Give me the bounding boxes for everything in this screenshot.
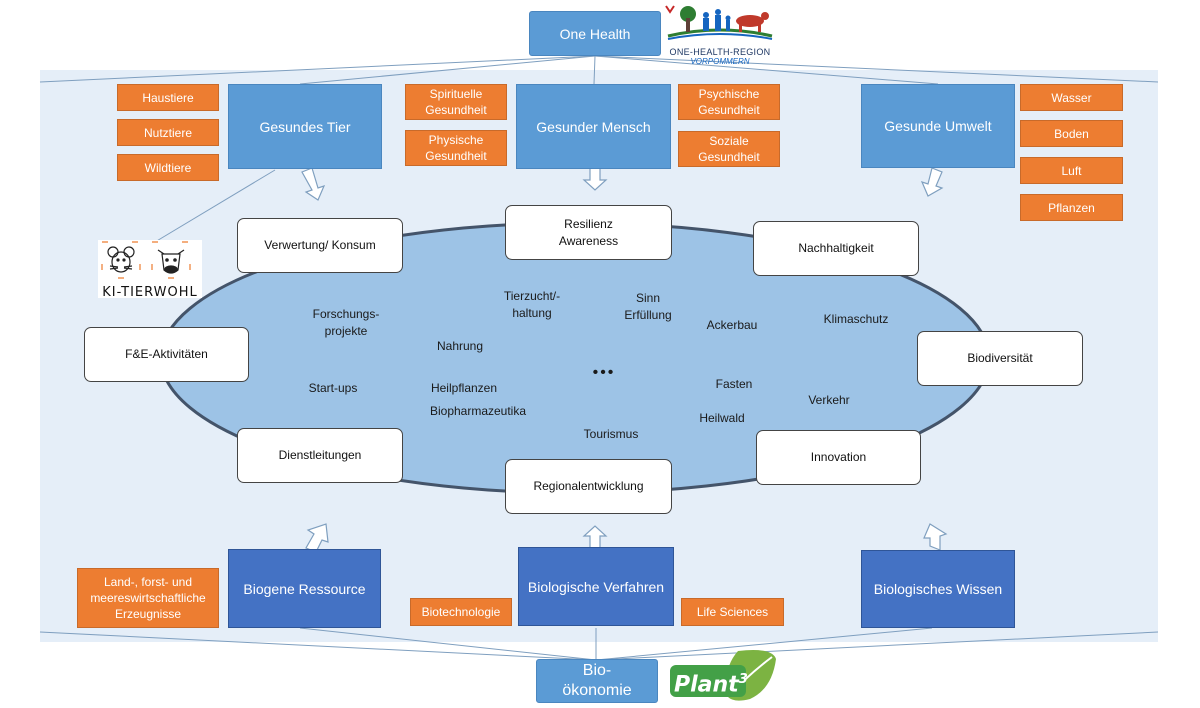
plant-logo-text: Plant <box>674 672 739 698</box>
arrow-tier-down-icon <box>301 167 326 201</box>
arrow-umwelt-down-icon <box>920 167 944 197</box>
tag-wasser: Wasser <box>1020 84 1123 111</box>
ki-tierwohl-logo: KI-TIERWOHL <box>98 240 202 300</box>
word-heilpflanzen: Heilpflanzen <box>430 381 498 395</box>
verwertung-konsum-box: Verwertung/ Konsum <box>237 218 403 273</box>
tag-psychische-gesundheit: Psychische Gesundheit <box>678 84 780 120</box>
biodiversitaet-box: Biodiversität <box>917 331 1083 386</box>
arrow-mensch-down-icon <box>582 167 608 191</box>
plant-logo-sup: 3 <box>738 672 748 687</box>
tag-life-sciences: Life Sciences <box>681 598 784 626</box>
one-health-box: One Health <box>529 11 661 56</box>
word-fasten: Fasten <box>715 377 753 391</box>
word-klimaschutz: Klimaschutz <box>823 312 889 326</box>
tag-spirituelle-gesundheit: Spirituelle Gesundheit <box>405 84 507 120</box>
leaf-icon <box>670 650 776 701</box>
arrow-verfahren-up-icon <box>582 525 608 549</box>
biologische-verfahren-box: Biologische Verfahren <box>518 547 674 626</box>
regionalentwicklung-box: Regionalentwicklung <box>505 459 672 514</box>
ellipsis-icon: ••• <box>592 364 616 381</box>
tag-wildtiere: Wildtiere <box>117 154 219 181</box>
word-nahrung: Nahrung <box>436 339 484 353</box>
word-tierzucht-haltung: Tierzucht/- haltung <box>503 289 561 320</box>
tag-luft: Luft <box>1020 157 1123 184</box>
one-health-region-logo: ONE-HEALTH-REGION VORPOMMERN <box>664 2 776 66</box>
tag-boden: Boden <box>1020 120 1123 147</box>
region-logo-figures-icon <box>665 5 773 40</box>
fue-aktivitaeten-box: F&E-Aktivitäten <box>84 327 249 382</box>
arrow-wissen-up-icon <box>923 523 948 551</box>
nachhaltigkeit-box: Nachhaltigkeit <box>753 221 919 276</box>
tag-haustiere: Haustiere <box>117 84 219 111</box>
biogene-ressource-box: Biogene Ressource <box>228 549 381 628</box>
gesunde-umwelt-box: Gesunde Umwelt <box>861 84 1015 168</box>
innovation-box: Innovation <box>756 430 921 485</box>
word-ackerbau: Ackerbau <box>706 318 758 332</box>
tag-land-forst-meer: Land-, forst- und meereswirtschaftliche … <box>77 568 219 628</box>
biologisches-wissen-box: Biologisches Wissen <box>861 550 1015 628</box>
tag-nutztiere: Nutztiere <box>117 119 219 146</box>
resilienz-awareness-box: Resilienz Awareness <box>505 205 672 260</box>
biooekonomie-box: Bio- ökonomie <box>536 659 658 703</box>
word-tourismus: Tourismus <box>583 427 639 441</box>
word-verkehr: Verkehr <box>808 393 850 407</box>
plant3-logo: Plant3 <box>668 645 780 705</box>
tag-pflanzen: Pflanzen <box>1020 194 1123 221</box>
gesundes-tier-box: Gesundes Tier <box>228 84 382 169</box>
arrow-ressource-up-icon <box>305 523 329 553</box>
dienstleitungen-box: Dienstleitungen <box>237 428 403 483</box>
word-heilwald: Heilwald <box>699 411 745 425</box>
word-forschungsprojekte: Forschungs- projekte <box>312 307 380 338</box>
tag-soziale-gesundheit: Soziale Gesundheit <box>678 131 780 167</box>
tag-biotechnologie: Biotechnologie <box>410 598 512 626</box>
gesunder-mensch-box: Gesunder Mensch <box>516 84 671 169</box>
tag-physische-gesundheit: Physische Gesundheit <box>405 130 507 166</box>
word-sinn-erfuellung: Sinn Erfüllung <box>624 291 672 322</box>
word-start-ups: Start-ups <box>308 381 358 395</box>
word-biopharmazeutika: Biopharmazeutika <box>429 404 527 418</box>
mouse-and-cow-icon <box>101 241 191 279</box>
